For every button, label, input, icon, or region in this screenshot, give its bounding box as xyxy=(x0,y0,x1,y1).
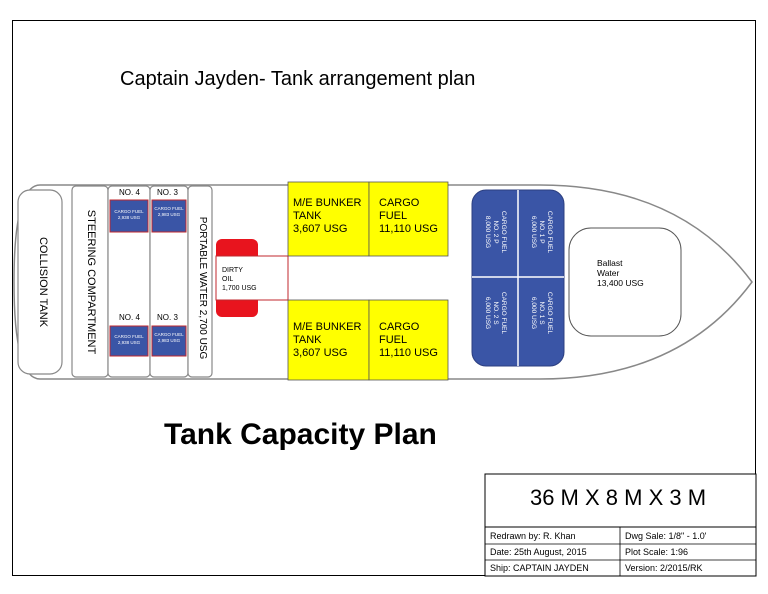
cargo-fuel-2p-label-2: NO. 2 P xyxy=(492,220,499,243)
collision-tank-label: COLLISION TANK xyxy=(37,237,49,328)
vessel-dimensions: 36 M X 8 M X 3 M xyxy=(530,485,706,510)
no3-top-cargo-fuel-tank xyxy=(151,199,187,233)
no4-top-cargo-fuel-tank xyxy=(109,199,149,233)
dirty-oil-tank xyxy=(215,255,289,301)
no3-bottom-label: NO. 3 xyxy=(157,313,178,322)
cargo-fuel-no1-p: CARGO FUEL NO. 1 P 6,000 USG xyxy=(530,211,553,254)
cargo-fuel-tank-top xyxy=(368,181,449,257)
ship-name: Ship: CAPTAIN JAYDEN xyxy=(490,563,589,573)
no3-top-label: NO. 3 xyxy=(157,188,178,197)
me-bunker-tank-bottom xyxy=(287,299,370,381)
dirty-oil-label-2: OIL xyxy=(222,276,233,283)
cargo-fuel-tank-bottom xyxy=(368,299,449,381)
no4-top-cargo-fuel-label: CARGO FUEL xyxy=(114,209,144,214)
cargo-fuel-2s-label-2: NO. 2 S xyxy=(492,301,499,325)
no3-bottom-cargo-fuel-label: CARGO FUEL xyxy=(154,332,184,337)
capacity-plan-title: Tank Capacity Plan xyxy=(164,418,437,451)
collision-tank xyxy=(17,189,63,375)
cargo-fuel-1s-label-1: CARGO FUEL xyxy=(546,292,553,335)
cargo-fuel-no2-s: CARGO FUEL NO. 2 S 6,000 USG xyxy=(484,292,507,335)
steering-compartment-label: STEERING COMPARTMENT xyxy=(85,210,97,355)
cargo-fuel-1p-label-2: NO. 1 P xyxy=(538,220,545,243)
cargo-fuel-bottom-value: 11,110 USG xyxy=(379,347,438,359)
no3-top-cargo-fuel-label: CARGO FUEL xyxy=(154,206,184,211)
cargo-fuel-no1-s: CARGO FUEL NO. 1 S 6,000 USG xyxy=(530,292,553,335)
plan-title: Captain Jayden- Tank arrangement plan xyxy=(120,68,475,90)
no3-top-cargo-fuel-value: 2,983 USG xyxy=(158,212,181,217)
me-bunker-top-label-1: M/E BUNKER xyxy=(293,197,362,209)
dirty-oil-value: 1,700 USG xyxy=(222,285,257,292)
no4-bottom-label: NO. 4 xyxy=(119,313,140,322)
title-block xyxy=(484,473,757,577)
me-bunker-tank-top xyxy=(287,181,370,257)
cargo-fuel-top-label-2: FUEL xyxy=(379,210,407,222)
cargo-fuel-top-label-1: CARGO xyxy=(379,197,420,209)
redrawn-by: Redrawn by: R. Khan xyxy=(490,531,576,541)
cargo-fuel-top-value: 11,110 USG xyxy=(379,223,438,235)
drawing-version: Version: 2/2015/RK xyxy=(625,563,703,573)
no3-bottom-cargo-fuel-tank xyxy=(151,325,187,357)
plot-scale: Plot Scale: 1:96 xyxy=(625,547,688,557)
ballast-water-tank xyxy=(568,227,682,337)
portable-water-label: PORTABLE WATER 2,700 USG xyxy=(197,217,208,360)
me-bunker-top-value: 3,607 USG xyxy=(293,223,347,235)
cargo-fuel-2s-label-1: CARGO FUEL xyxy=(500,292,507,335)
ballast-label-1: Ballast xyxy=(597,258,623,268)
cargo-fuel-2s-value: 6,000 USG xyxy=(484,297,491,329)
ballast-label-2: Water xyxy=(597,268,620,278)
cargo-fuel-1s-label-2: NO. 1 S xyxy=(538,301,545,325)
no4-top-label: NO. 4 xyxy=(119,188,140,197)
no4-top-cargo-fuel-value: 2,938 USG xyxy=(118,215,141,220)
no4-bottom-cargo-fuel-value: 2,938 USG xyxy=(118,340,141,345)
no3-bottom-cargo-fuel-value: 2,983 USG xyxy=(158,338,181,343)
no4-bottom-cargo-fuel-label: CARGO FUEL xyxy=(114,334,144,339)
cargo-fuel-1p-value: 6,000 USG xyxy=(530,216,537,248)
dwg-scale: Dwg Sale: 1/8" - 1.0' xyxy=(625,531,707,541)
me-bunker-bottom-label-2: TANK xyxy=(293,334,322,346)
me-bunker-bottom-label-1: M/E BUNKER xyxy=(293,321,362,333)
cargo-fuel-2p-label-1: CARGO FUEL xyxy=(500,211,507,254)
no4-bottom-cargo-fuel-tank xyxy=(109,325,149,357)
cargo-fuel-1p-label-1: CARGO FUEL xyxy=(546,211,553,254)
drawing-date: Date: 25th August, 2015 xyxy=(490,547,587,557)
cargo-fuel-bottom-label-2: FUEL xyxy=(379,334,407,346)
dirty-oil-label-1: DIRTY xyxy=(222,267,243,274)
ballast-value: 13,400 USG xyxy=(597,278,644,288)
me-bunker-bottom-value: 3,607 USG xyxy=(293,347,347,359)
portable-water-tank xyxy=(187,185,213,378)
me-bunker-top-label-2: TANK xyxy=(293,210,322,222)
cargo-fuel-no2-p: CARGO FUEL NO. 2 P 8,000 USG xyxy=(484,211,507,254)
cargo-fuel-1s-value: 6,000 USG xyxy=(530,297,537,329)
cargo-fuel-bottom-label-1: CARGO xyxy=(379,321,420,333)
cargo-fuel-2p-value: 8,000 USG xyxy=(484,216,491,248)
